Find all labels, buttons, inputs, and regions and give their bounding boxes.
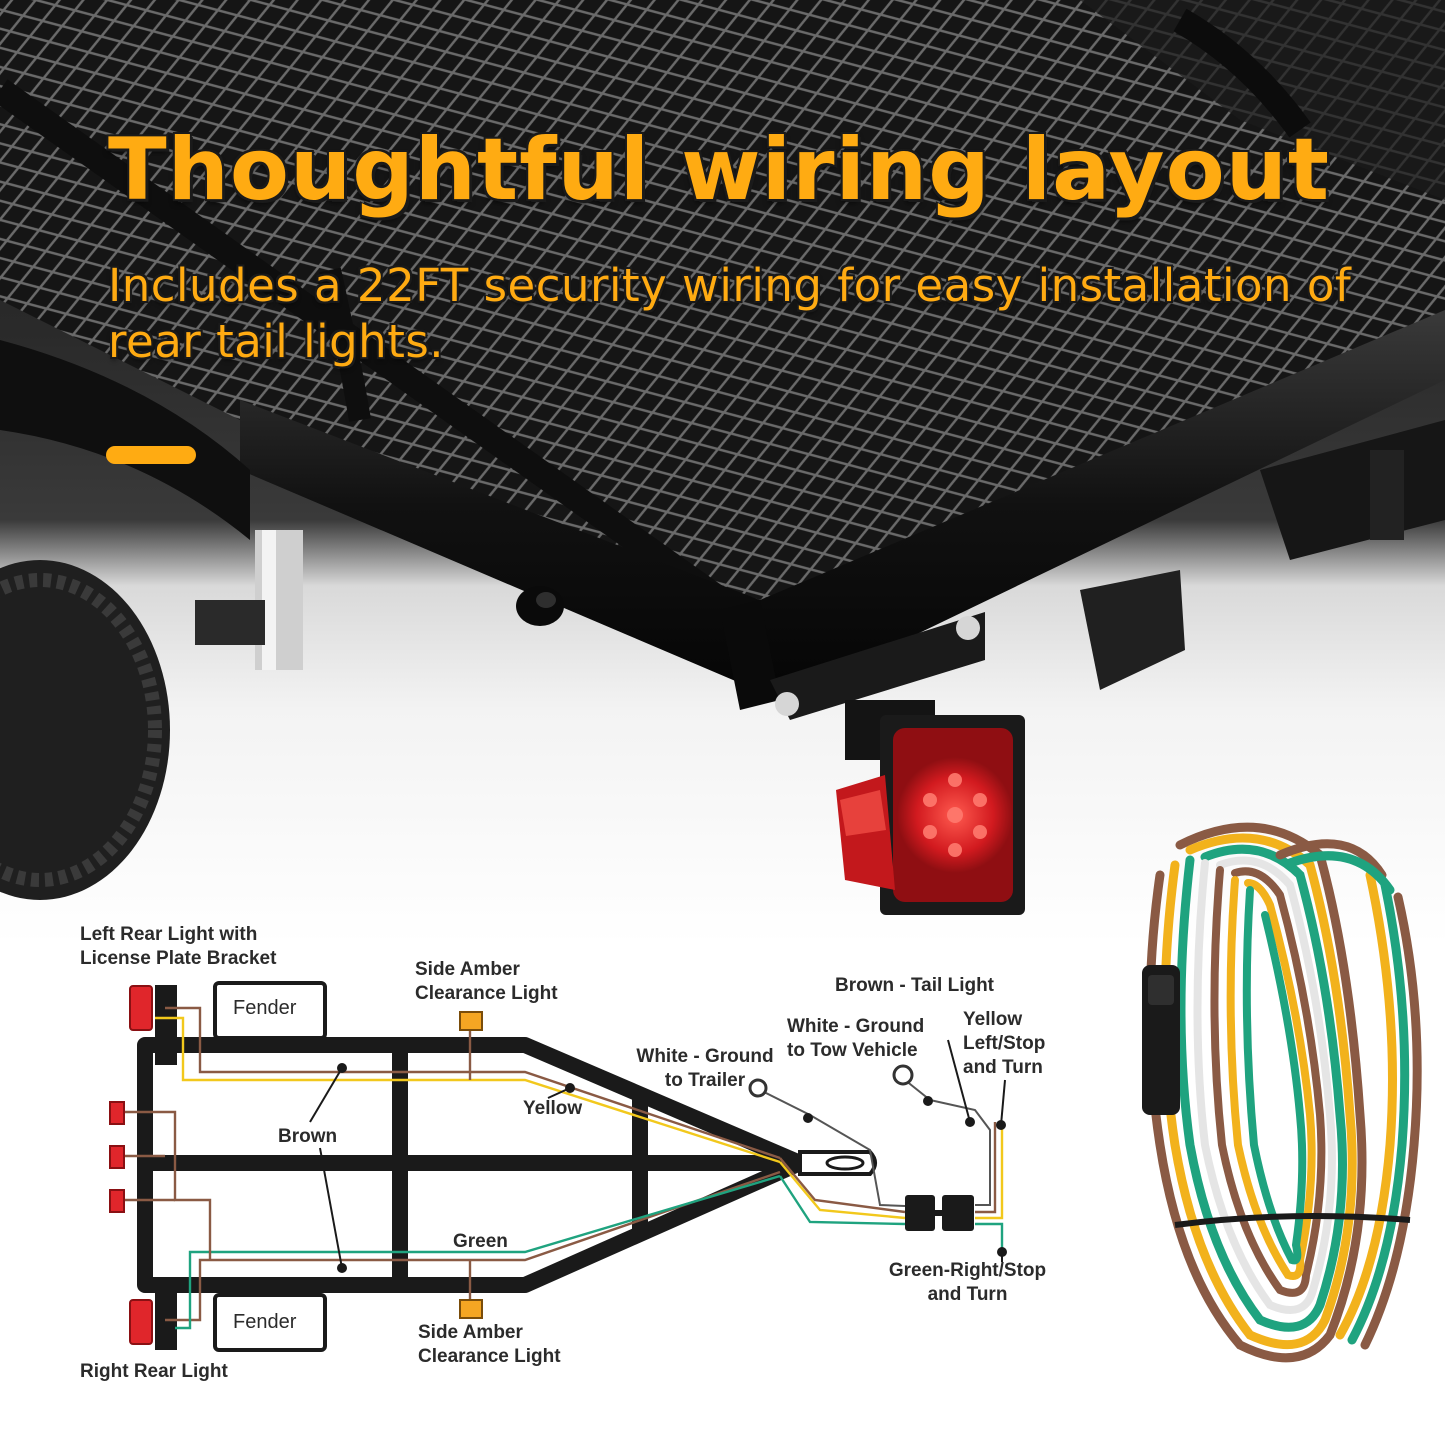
coil-strands xyxy=(1145,822,1422,1363)
fender-bottom xyxy=(213,1293,327,1352)
frame-rail xyxy=(240,310,1445,700)
label-white-ground-trailer: White - Ground to Trailer xyxy=(636,1046,774,1091)
fender xyxy=(0,340,250,540)
label-left-rear-light: Left Rear Light with License Plate Brack… xyxy=(80,924,277,969)
hitch-coupler xyxy=(798,1150,877,1176)
label-yellow-left-stop: Yellow Left/Stop and Turn xyxy=(963,1009,1046,1078)
subheadline: Includes a 22FT security wiring for easy… xyxy=(108,259,1352,368)
wire-bundle xyxy=(120,1006,1004,1330)
label-side-amber-bottom: Side Amber Clearance Light xyxy=(418,1322,561,1367)
trailer-illustration xyxy=(0,0,1445,915)
headline: Thoughtful wiring layout xyxy=(108,120,1331,220)
label-green: Green xyxy=(453,1231,508,1252)
label-fender-top: Fender xyxy=(233,997,297,1019)
label-side-amber-top: Side Amber Clearance Light xyxy=(415,959,558,1004)
label-yellow: Yellow xyxy=(523,1098,583,1119)
label-fender-bottom: Fender xyxy=(233,1311,297,1333)
label-right-rear-light: Right Rear Light xyxy=(80,1361,228,1382)
amber-light-bottom xyxy=(459,1299,483,1319)
amber-light-top xyxy=(459,1011,483,1031)
label-brown: Brown xyxy=(278,1126,338,1147)
label-brown-tail-light: Brown - Tail Light xyxy=(835,975,995,996)
accent-bar xyxy=(106,446,196,464)
left-rear-post xyxy=(155,985,177,1065)
rear-lights xyxy=(109,985,153,1345)
ground-terminal-trailer xyxy=(748,1078,768,1098)
cable-tie xyxy=(1174,1213,1411,1228)
tire xyxy=(0,560,170,900)
ground-terminal-vehicle xyxy=(892,1064,914,1086)
fender-top xyxy=(213,981,327,1040)
trailer-frame xyxy=(137,1037,808,1293)
label-white-ground-vehicle: White - Ground to Tow Vehicle xyxy=(787,1016,925,1061)
label-green-right-stop: Green-Right/Stop and Turn xyxy=(888,1260,1047,1305)
wiring-diagram xyxy=(109,981,1007,1352)
right-rear-post xyxy=(155,1280,177,1350)
trailer-photo: Thoughtful wiring layout Includes a 22FT… xyxy=(0,0,1445,945)
four-pin-connector xyxy=(905,1195,974,1231)
wire-harness-coil xyxy=(1142,822,1422,1363)
